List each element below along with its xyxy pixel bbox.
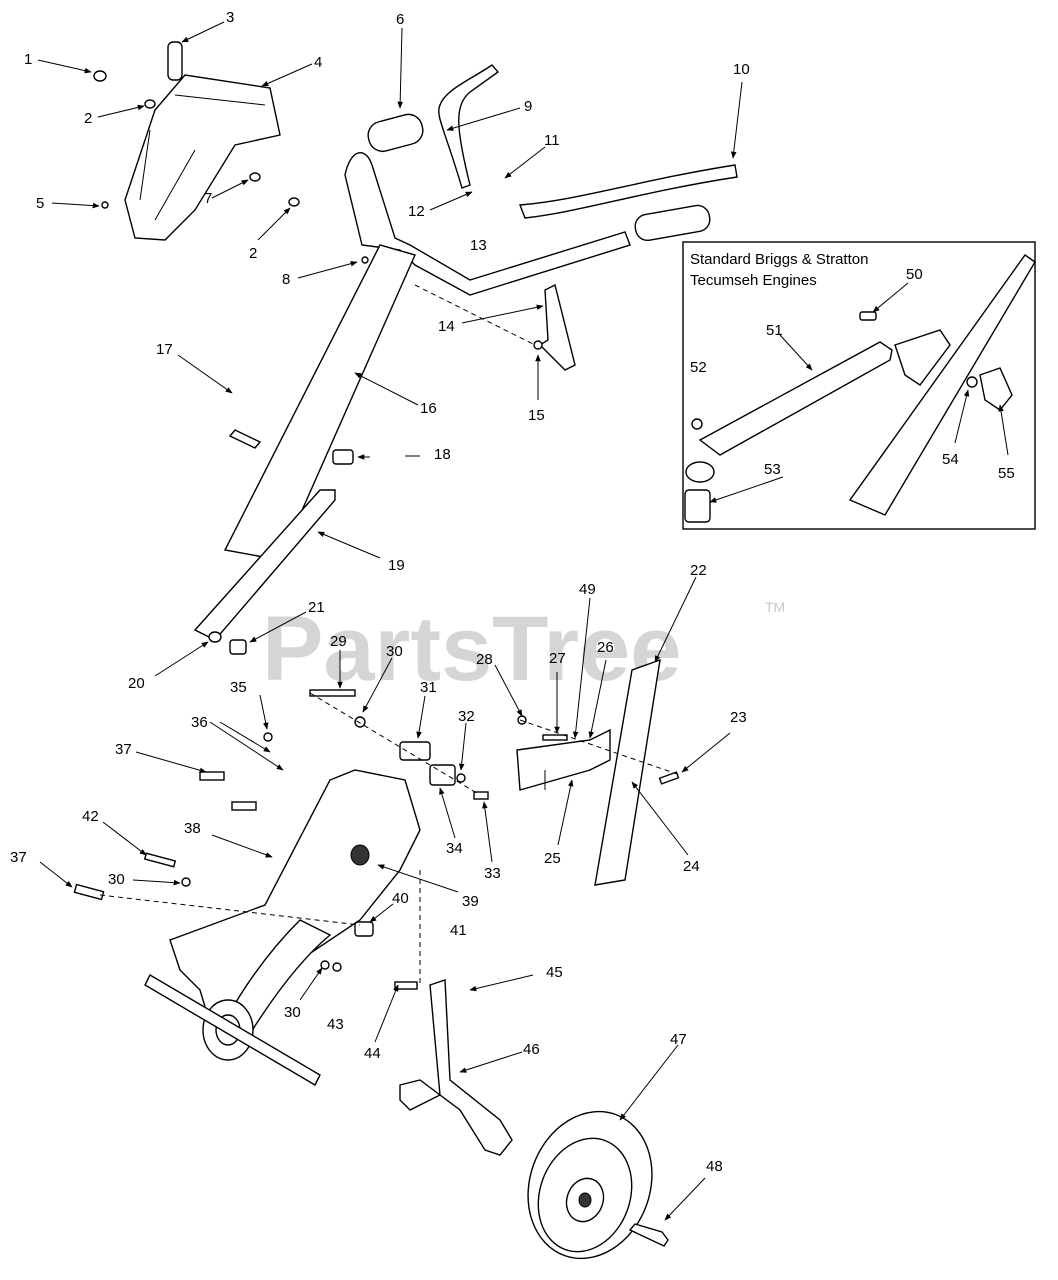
callout-45: 45 — [546, 964, 563, 981]
callout-16: 16 — [420, 400, 437, 417]
callout-32: 32 — [458, 708, 475, 725]
callout-42: 42 — [82, 808, 99, 825]
drag-bar-part — [594, 658, 661, 886]
watermark-tm: TM — [765, 599, 785, 615]
callout-8: 8 — [282, 271, 290, 288]
callout-labels: 1 2 3 4 5 7 2 6 9 10 11 12 13 8 14 15 16… — [10, 9, 1015, 1175]
callout-4: 4 — [314, 54, 322, 71]
callout-30c: 30 — [284, 1004, 301, 1021]
callout-13: 13 — [470, 237, 487, 254]
wheel-bracket-part — [399, 979, 513, 1156]
wheel-part — [527, 1110, 653, 1260]
callout-35: 35 — [230, 679, 247, 696]
callout-46: 46 — [523, 1041, 540, 1058]
callout-22: 22 — [690, 562, 707, 579]
callout-17: 17 — [156, 341, 173, 358]
belt-cover-part — [124, 74, 281, 241]
callout-9: 9 — [524, 98, 532, 115]
bolt-part — [628, 1223, 669, 1247]
coupler-part — [516, 728, 611, 791]
hardware-parts — [73, 70, 680, 990]
handle-assembly-part — [193, 64, 738, 641]
watermark: PartsTree — [262, 598, 681, 700]
callout-2b: 2 — [249, 245, 257, 262]
leader-lines — [37, 21, 1009, 1221]
bracket-part — [538, 283, 576, 371]
callout-40: 40 — [392, 890, 409, 907]
callout-55: 55 — [998, 465, 1015, 482]
callout-41: 41 — [450, 922, 467, 939]
callout-3: 3 — [226, 9, 234, 26]
engine-inset-panel: Standard Briggs & Stratton Tecumseh Engi… — [682, 241, 1036, 530]
callout-7: 7 — [204, 190, 212, 207]
callout-37a: 37 — [115, 741, 132, 758]
transmission-housing-part — [144, 769, 421, 1086]
callout-21: 21 — [308, 599, 325, 616]
callout-43: 43 — [327, 1016, 344, 1033]
grip-part — [167, 41, 183, 81]
callout-54: 54 — [942, 451, 959, 468]
callout-28: 28 — [476, 651, 493, 668]
callout-25: 25 — [544, 850, 561, 867]
callout-47: 47 — [670, 1031, 687, 1048]
callout-14: 14 — [438, 318, 455, 335]
callout-38: 38 — [184, 820, 201, 837]
callout-33: 33 — [484, 865, 501, 882]
callout-44: 44 — [364, 1045, 381, 1062]
callout-5: 5 — [36, 195, 44, 212]
callout-19: 19 — [388, 557, 405, 574]
callout-30b: 30 — [108, 871, 125, 888]
callout-26: 26 — [597, 639, 614, 656]
callout-39: 39 — [462, 893, 479, 910]
callout-53: 53 — [764, 461, 781, 478]
callout-49: 49 — [579, 581, 596, 598]
callout-36: 36 — [191, 714, 208, 731]
callout-30a: 30 — [386, 643, 403, 660]
callout-10: 10 — [733, 61, 750, 78]
callout-29: 29 — [330, 633, 347, 650]
callout-20: 20 — [128, 675, 145, 692]
callout-52: 52 — [690, 359, 707, 376]
callout-37b: 37 — [10, 849, 27, 866]
callout-18: 18 — [434, 446, 451, 463]
callout-12: 12 — [408, 203, 425, 220]
callout-31: 31 — [420, 679, 437, 696]
callout-1: 1 — [24, 51, 32, 68]
callout-11: 11 — [544, 132, 560, 149]
callout-48: 48 — [706, 1158, 723, 1175]
alignment-lines — [99, 284, 681, 985]
callout-51: 51 — [766, 322, 783, 339]
callout-50: 50 — [906, 266, 923, 283]
inset-title-line2: Tecumseh Engines — [690, 272, 817, 289]
callout-6: 6 — [396, 11, 404, 28]
callout-24: 24 — [683, 858, 700, 875]
callout-27: 27 — [549, 650, 566, 667]
callout-2: 2 — [84, 110, 92, 127]
inset-title-line1: Standard Briggs & Stratton — [690, 251, 868, 268]
callout-23: 23 — [730, 709, 747, 726]
callout-34: 34 — [446, 840, 463, 857]
callout-15: 15 — [528, 407, 545, 424]
